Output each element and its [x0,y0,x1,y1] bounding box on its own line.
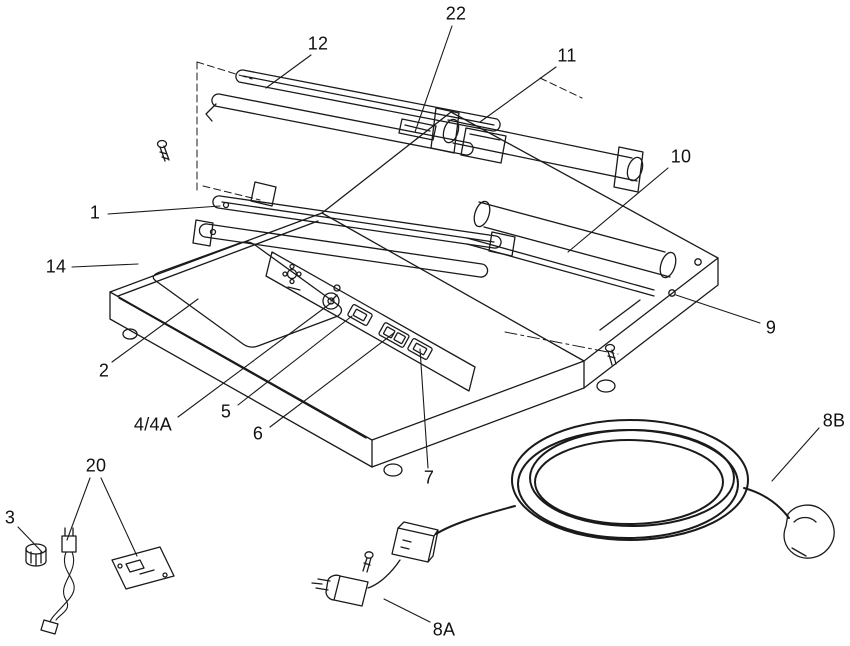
callout-12: 12 [307,33,329,54]
callout-8b: 8B [822,410,846,431]
arm-clamp-part-22 [398,118,437,141]
wire-harness [40,527,77,635]
callout-8a: 8A [432,619,456,640]
foot [596,379,616,393]
callout-2: 2 [98,360,110,381]
screw-icon [156,139,170,162]
machine-base [109,111,719,477]
foot-part-3 [25,543,47,567]
timer-knob-4[interactable] [322,292,340,310]
projection-dashed-lines [196,61,583,201]
callout-22: 22 [445,3,467,24]
arm-assembly [205,69,507,164]
screw-icon [604,343,617,366]
screw-icon [362,551,374,573]
leader-lines [17,25,820,623]
callout-14: 14 [45,256,67,277]
side-frame-9 [599,258,702,331]
logo-icon [282,263,302,291]
foot [122,328,138,340]
callout-4-4a: 4/4A [133,414,173,435]
plate-part-20 [111,546,175,590]
foot [383,463,403,477]
roller-11 [430,107,644,193]
indicator-lamp [333,284,341,292]
callout-1: 1 [89,202,101,223]
roller-10 [466,200,677,297]
schuko-plug [783,504,835,559]
callout-3: 3 [4,507,16,528]
rocker-switch-6[interactable] [378,322,410,348]
rocker-switch-7[interactable] [407,338,433,360]
callout-5: 5 [220,401,232,422]
power-cord-coil [435,419,790,541]
callout-11: 11 [557,45,577,66]
callout-6: 6 [252,423,264,444]
callout-7: 7 [423,467,435,488]
centerline-dashdot [504,331,619,355]
rocker-switch-5[interactable] [347,304,373,326]
work-pad [152,241,343,348]
mains-plug-8a [311,559,401,607]
callout-10: 10 [670,146,692,167]
iec-connector [391,521,439,563]
control-panel [265,251,476,392]
sealing-bar-assembly [192,181,516,278]
callout-20: 20 [85,455,107,476]
callout-9: 9 [765,317,777,338]
